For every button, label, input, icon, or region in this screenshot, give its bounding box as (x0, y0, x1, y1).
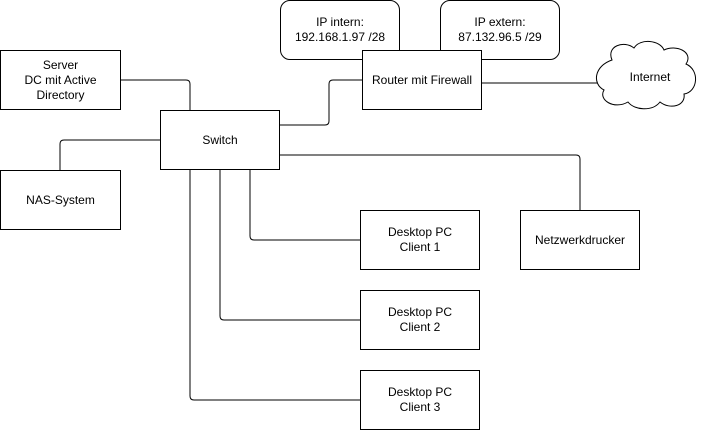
client1-box: Desktop PC Client 1 (360, 210, 480, 270)
connector-switch-client1 (249, 170, 360, 241)
client3-box: Desktop PC Client 3 (360, 370, 480, 430)
router-label: Router mit Firewall (371, 72, 473, 87)
server-box: Server DC mit Active Directory (0, 50, 121, 110)
nas-label: NAS-System (26, 192, 95, 207)
internet-cloud-shape (596, 41, 696, 110)
ip-extern-label: IP extern: (474, 15, 526, 29)
ip-intern-value: 192.168.1.97 /28 (294, 30, 386, 44)
server-line-2: DC mit Active (24, 72, 97, 87)
client2-name: Client 2 (399, 320, 441, 334)
printer-label: Netzwerkdrucker (534, 232, 626, 247)
server-line-3: Directory (36, 87, 85, 102)
internet-label-wrap: Internet (610, 62, 690, 92)
connector-server-switch (121, 79, 191, 110)
switch-box: Switch (160, 110, 280, 170)
switch-label: Switch (202, 132, 238, 147)
connector-switch-client3 (189, 170, 360, 401)
client1-name: Client 1 (399, 240, 441, 254)
connector-switch-router (280, 79, 362, 126)
ip-extern-value: 87.132.96.5 /29 (458, 30, 542, 44)
printer-box: Netzwerkdrucker (520, 210, 640, 270)
client2-type: Desktop PC (387, 305, 453, 319)
router-box: Router mit Firewall (362, 50, 482, 110)
client1-type: Desktop PC (387, 225, 453, 239)
internet-label: Internet (629, 69, 671, 84)
connector-switch-nas (59, 139, 160, 170)
nas-box: NAS-System (0, 170, 121, 230)
client2-box: Desktop PC Client 2 (360, 290, 480, 350)
client3-type: Desktop PC (387, 385, 453, 399)
client3-name: Client 3 (399, 400, 441, 414)
ip-intern-label: IP intern: (316, 15, 364, 29)
server-title: Server (42, 57, 79, 72)
connector-switch-printer (280, 154, 581, 210)
ip-extern-box: IP extern: 87.132.96.5 /29 (440, 0, 560, 60)
connectors (59, 79, 603, 401)
connector-switch-client2 (219, 170, 360, 321)
